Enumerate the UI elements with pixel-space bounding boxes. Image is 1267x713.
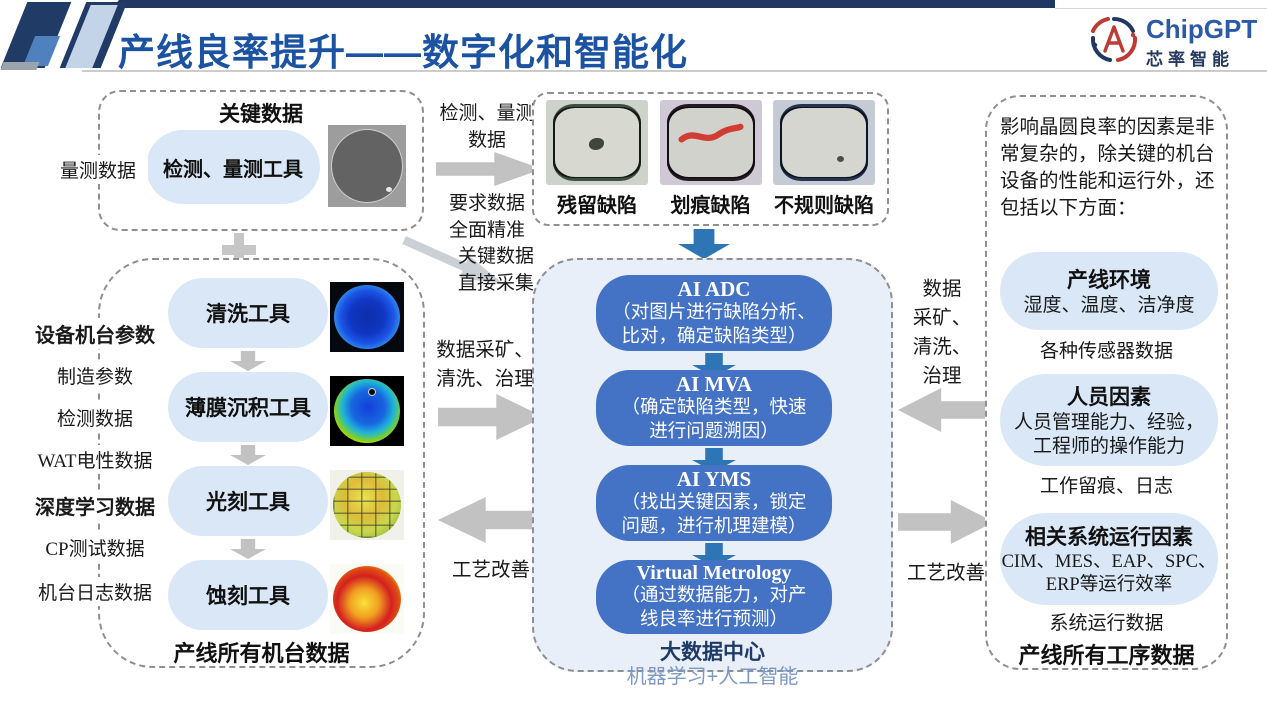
chipgpt-emblem-icon [1088, 14, 1140, 71]
factor-title: 相关系统运行因素 [1025, 525, 1193, 549]
ai-mva-pill: AI MVA （确定缺陷类型，快速 进行问题溯因） [596, 370, 832, 446]
factors-box-footer: 产线所有工序数据 [1018, 643, 1195, 668]
ai-pill-desc: （通过数据能力，对产 线良率进行预测） [621, 586, 807, 630]
bigdata-center-title: 大数据中心 [660, 641, 765, 664]
defects-to-ai-arrow-icon [678, 229, 730, 259]
defect-label: 残留缺陷 [557, 195, 637, 217]
ai-pill-desc: （对图片进行缺陷分析、 比对，确定缺陷类型） [612, 303, 816, 347]
ai-bigdata-box: AI ADC （对图片进行缺陷分析、 比对，确定缺陷类型） AI MVA （确定… [532, 258, 893, 688]
tool-label: 清洗工具 [206, 303, 290, 326]
tool-label: 薄膜沉积工具 [185, 397, 311, 420]
work-log-note: 工作留痕、日志 [1039, 476, 1173, 497]
page-title: 产线良率提升——数字化和智能化 [118, 32, 688, 73]
ml-ai-subtitle: 机器学习+人工智能 [626, 666, 799, 688]
side-label-deep-learning-data: 深度学习数据 [25, 490, 165, 521]
ai-pill-title: AI ADC [677, 277, 751, 302]
improve-left-arrow-icon [438, 497, 544, 543]
header-edge-line [1055, 8, 1267, 9]
factor-desc: 湿度、温度、洁净度 [1023, 295, 1195, 317]
defect-item-scratch: 划痕缺陷 [659, 100, 762, 218]
residual-defect-image [546, 100, 648, 185]
yield-factors-box: 影响晶圆良率的因素是非常复杂的，除关键的机台设备的性能和运行外，还包括以下方面：… [985, 95, 1228, 670]
ai-adc-pill: AI ADC （对图片进行缺陷分析、 比对，确定缺陷类型） [596, 275, 832, 351]
detect-measure-data-label: 检测、量测 数据 [439, 103, 535, 151]
brand-logo: ChipGPT 芯率智能 [1088, 14, 1257, 71]
brand-name: ChipGPT [1146, 13, 1258, 44]
header-decoration-grey [0, 62, 40, 70]
tool-flow-arrow-icon [230, 351, 266, 371]
factor-title: 产线环境 [1067, 269, 1151, 293]
cleaning-tool-pill: 清洗工具 [168, 278, 328, 348]
right-improve-right-arrow-icon [898, 500, 994, 544]
side-label-wat-data: WAT电性数据 [25, 445, 165, 474]
personnel-factor-pill: 人员因素 人员管理能力、经验， 工程师的操作能力 [1000, 374, 1218, 466]
factor-title: 人员因素 [1067, 386, 1151, 410]
defect-label: 划痕缺陷 [670, 195, 751, 217]
system-factor-pill: 相关系统运行因素 CIM、MES、EAP、SPC、 ERP等运行效率 [1000, 513, 1218, 605]
side-label-machine-log-data: 机台日志数据 [25, 577, 165, 606]
virtual-metrology-pill: Virtual Metrology （通过数据能力，对产 线良率进行预测） [596, 560, 832, 634]
key-data-box: 关键数据 检测、量测工具 [98, 90, 424, 231]
side-label-cp-test-data: CP测试数据 [25, 533, 165, 562]
inspection-tool-pill: 检测、量测工具 [146, 130, 320, 204]
plus-icon [222, 233, 256, 267]
data-flow-right-arrow-icon [436, 152, 542, 186]
header-underline [82, 70, 1267, 72]
defect-item-residual: 残留缺陷 [546, 100, 648, 218]
measurement-data-label: 量测数据 [48, 155, 148, 184]
film-wafer-map-image [330, 376, 404, 446]
environment-factor-pill: 产线环境 湿度、温度、洁净度 [1000, 252, 1218, 330]
machine-box-footer: 产线所有机台数据 [173, 641, 350, 666]
defect-samples-box: 残留缺陷 划痕缺陷 不规则缺陷 [532, 92, 889, 226]
ai-pill-title: AI MVA [675, 372, 753, 397]
ai-yms-pill: AI YMS （找出关键因素，锁定 问题，进行机理建模） [596, 465, 832, 541]
key-data-title: 关键数据 [219, 103, 303, 126]
cleaning-wafer-map-image [330, 282, 404, 352]
litho-wafer-map-image [330, 470, 404, 540]
data-requirement-label: 要求数据 全面精准 [448, 193, 525, 241]
brand-name-cn: 芯率智能 [1146, 49, 1234, 69]
factor-desc: 人员管理能力、经验， 工程师的操作能力 [1013, 412, 1204, 457]
factors-intro-text: 影响晶圆良率的因素是非常复杂的，除关键的机台设备的性能和运行外，还包括以下方面： [1000, 117, 1215, 219]
grey-wafer-image [328, 125, 406, 207]
left-improve-label: 工艺改善 [451, 560, 530, 581]
defect-label: 不规则缺陷 [774, 195, 874, 217]
ai-pill-desc: （找出关键因素，锁定 问题，进行机理建模） [621, 493, 807, 537]
etching-tool-pill: 蚀刻工具 [168, 560, 328, 630]
ai-pill-title: Virtual Metrology [636, 562, 792, 585]
side-label-manufacturing-params: 制造参数 [25, 361, 165, 390]
lithography-tool-pill: 光刻工具 [168, 466, 328, 536]
direct-collection-label: 关键数据 直接采集 [457, 246, 534, 294]
side-label-inspection-data: 检测数据 [25, 403, 165, 432]
etch-wafer-map-image [330, 564, 404, 634]
ai-pill-title: AI YMS [676, 467, 752, 492]
film-deposition-tool-pill: 薄膜沉积工具 [168, 372, 328, 442]
defect-item-irregular: 不规则缺陷 [773, 100, 875, 218]
system-run-data-note: 系统运行数据 [1049, 613, 1164, 634]
left-mining-label: 数据采矿、 清洗、治理 [436, 340, 534, 390]
irregular-defect-image [773, 100, 875, 185]
tool-label: 蚀刻工具 [206, 585, 290, 608]
inspection-tool-label: 检测、量测工具 [163, 158, 303, 181]
tool-flow-arrow-icon [230, 445, 266, 465]
right-mining-label: 数据 采矿、 清洗、 治理 [912, 279, 972, 387]
tool-flow-arrow-icon [230, 539, 266, 559]
right-improve-label: 工艺改善 [906, 563, 985, 584]
mining-right-arrow-icon [438, 394, 544, 440]
sensor-data-note: 各种传感器数据 [1039, 341, 1173, 362]
factor-desc: CIM、MES、EAP、SPC、 ERP等运行效率 [1001, 551, 1217, 595]
tool-label: 光刻工具 [206, 491, 290, 514]
scratch-defect-image [659, 100, 762, 185]
side-label-equipment-params: 设备机台参数 [25, 318, 165, 349]
ai-pill-desc: （确定缺陷类型，快速 进行问题溯因） [621, 398, 807, 442]
right-mining-left-arrow-icon [898, 388, 994, 432]
header-top-bar [112, 0, 1055, 8]
